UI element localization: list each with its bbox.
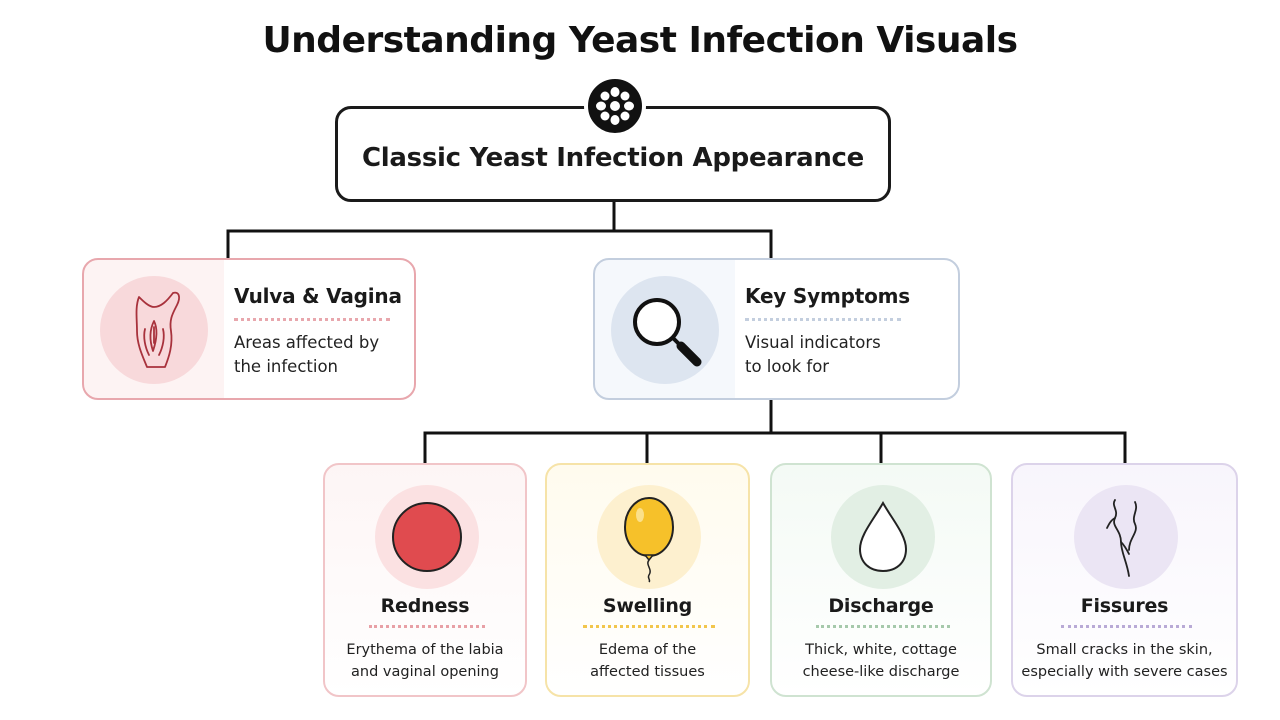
- page-title: Understanding Yeast Infection Visuals: [262, 20, 1018, 61]
- symptoms-title: Key Symptoms: [745, 284, 910, 308]
- magnifier-icon: [611, 276, 719, 384]
- symptom-desc-line1: Erythema of the labia: [346, 642, 504, 658]
- symptom-desc-line1: Small cracks in the skin,: [1036, 642, 1213, 658]
- symptom-card-redness: Redness Erythema of the labia and vagina…: [323, 463, 527, 697]
- symptoms-divider: [745, 318, 901, 321]
- symptom-desc-line1: Edema of the: [598, 642, 697, 658]
- symptom-title: Fissures: [1080, 595, 1169, 617]
- symptom-desc: Thick, white, cottage cheese-like discha…: [772, 639, 990, 683]
- areas-divider: [234, 318, 390, 321]
- areas-card: Vulva & Vagina Areas affected by the inf…: [82, 258, 416, 400]
- symptoms-desc-line1: Visual indicators: [745, 333, 881, 352]
- symptoms-desc-line2: to look for: [745, 357, 830, 376]
- symptom-card-fissures: Fissures Small cracks in the skin, espec…: [1011, 463, 1238, 697]
- areas-desc-line2: the infection: [234, 357, 339, 376]
- red-circle-icon: [375, 485, 479, 589]
- symptom-desc-line2: especially with severe cases: [1021, 664, 1228, 680]
- symptom-desc-line2: cheese-like discharge: [802, 664, 960, 680]
- areas-desc-line1: Areas affected by: [234, 333, 380, 352]
- symptom-desc: Edema of the affected tissues: [547, 639, 748, 683]
- symptom-title: Discharge: [828, 595, 934, 617]
- symptom-divider: [1061, 625, 1192, 628]
- symptom-title: Redness: [380, 595, 470, 617]
- droplet-icon: [831, 485, 935, 589]
- root-node: Classic Yeast Infection Appearance: [335, 106, 891, 202]
- symptoms-card: Key Symptoms Visual indicators to look f…: [593, 258, 960, 400]
- symptom-card-swelling: Swelling Edema of the affected tissues: [545, 463, 750, 697]
- symptom-desc: Erythema of the labia and vaginal openin…: [325, 639, 525, 683]
- symptom-divider: [816, 625, 950, 628]
- symptom-desc-line1: Thick, white, cottage: [805, 642, 957, 658]
- root-label: Classic Yeast Infection Appearance: [362, 143, 864, 173]
- areas-title: Vulva & Vagina: [234, 284, 402, 308]
- skin-crack-icon: [1074, 485, 1178, 589]
- symptom-divider: [583, 625, 715, 628]
- symptom-title: Swelling: [602, 595, 693, 617]
- symptom-desc: Small cracks in the skin, especially wit…: [1013, 639, 1236, 683]
- symptom-desc-line2: affected tissues: [590, 664, 705, 680]
- symptom-divider: [369, 625, 485, 628]
- symptom-desc-line2: and vaginal opening: [351, 664, 499, 680]
- symptom-card-discharge: Discharge Thick, white, cottage cheese-l…: [770, 463, 992, 697]
- vulva-anatomy-icon: [100, 276, 208, 384]
- balloon-icon: [597, 485, 701, 589]
- yeast-cell-icon: [584, 75, 646, 137]
